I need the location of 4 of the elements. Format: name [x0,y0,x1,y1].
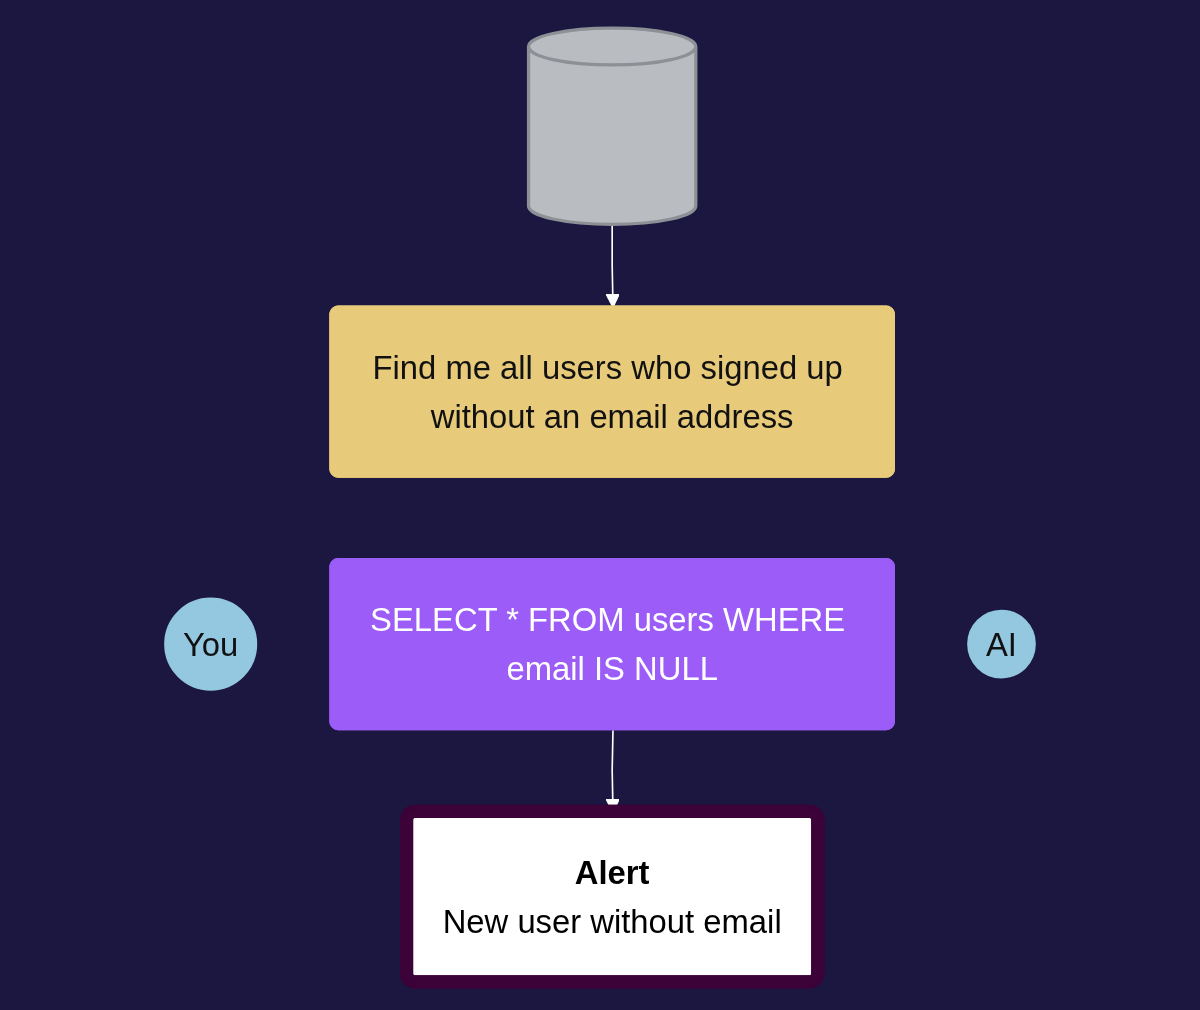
node-circle: You [164,597,258,691]
node-circle: AI [967,609,1036,679]
node-cylinder [526,26,698,226]
arrow [605,223,620,308]
